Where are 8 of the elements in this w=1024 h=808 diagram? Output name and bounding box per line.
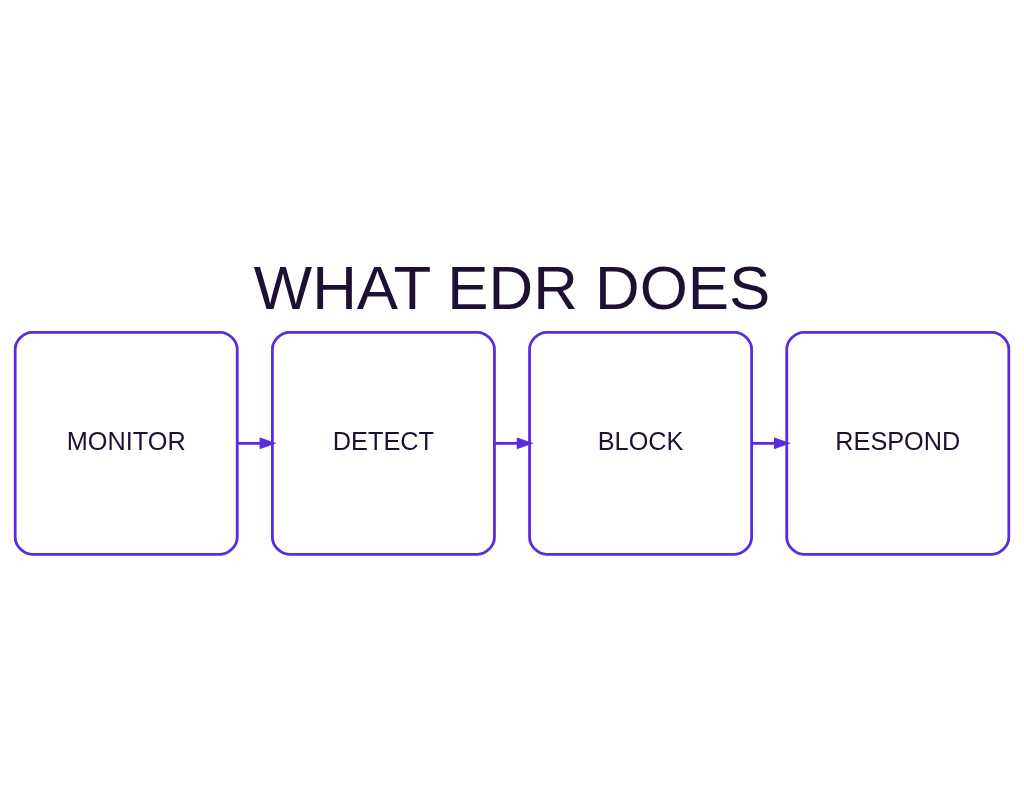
diagram-title: WHAT EDR DOES: [253, 252, 771, 322]
node-box: MONITOR: [13, 330, 239, 556]
arrow: [494, 437, 534, 450]
node-box: DETECT: [270, 330, 496, 556]
arrow: [237, 437, 277, 450]
node-box: RESPOND: [785, 330, 1011, 556]
node-box: BLOCK: [528, 330, 754, 556]
arrow: [751, 437, 791, 450]
